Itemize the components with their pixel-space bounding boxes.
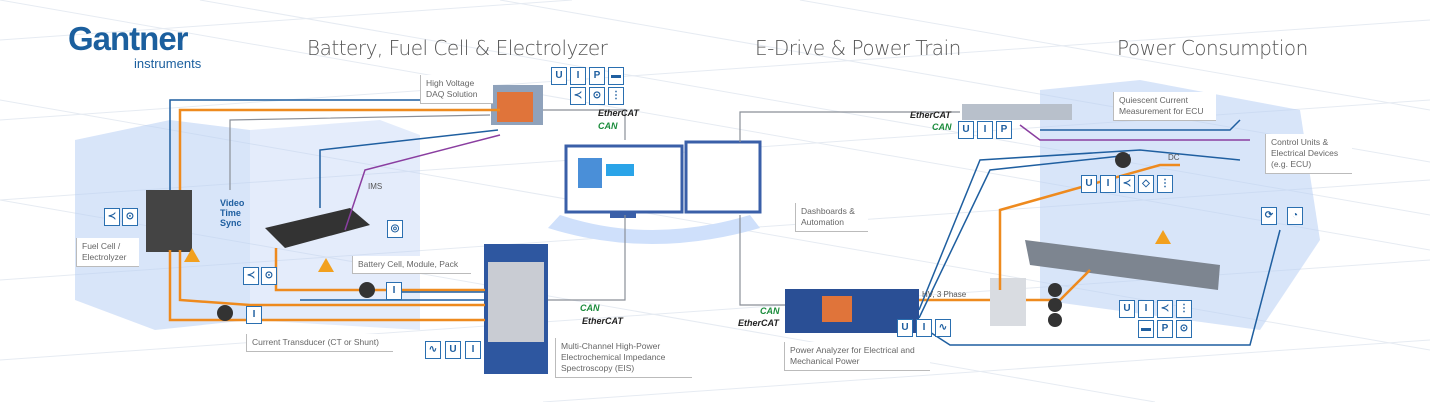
label-quiescent: Quiescent Current Measurement for ECU bbox=[1113, 92, 1216, 121]
strain-icon: ⊙ bbox=[261, 267, 277, 285]
video-time-sync-label: Video Time Sync bbox=[220, 198, 245, 228]
power-icon: P bbox=[1157, 320, 1173, 338]
current-icon: I bbox=[1100, 175, 1116, 193]
waveform-icon: ∿ bbox=[935, 319, 951, 337]
dashboard-workstation bbox=[548, 140, 762, 244]
label-dashboards: Dashboards & Automation bbox=[795, 203, 868, 232]
strain-icon: ⊙ bbox=[589, 87, 605, 105]
label-fuel-cell: Fuel Cell / Electrolyzer bbox=[76, 238, 139, 267]
voltage-icon: U bbox=[897, 319, 913, 337]
can-label: CAN bbox=[580, 303, 600, 313]
current-icon: I bbox=[386, 282, 402, 300]
ethercat-label: EtherCAT bbox=[582, 316, 623, 326]
section-heading-edrive: E-Drive & Power Train bbox=[755, 36, 961, 60]
logo-subtitle: instruments bbox=[134, 56, 202, 71]
logo-wordmark: Gantner bbox=[68, 20, 189, 57]
ims-cable bbox=[344, 134, 501, 231]
fuel-cell-stack bbox=[146, 190, 192, 252]
temperature-icon: ≺ bbox=[1119, 175, 1135, 193]
ims-sensor-icon: ◎ bbox=[387, 220, 403, 238]
ethercat-label: EtherCAT bbox=[910, 110, 951, 120]
e-axle bbox=[1025, 240, 1220, 290]
label-control-units: Control Units & Electrical Devices (e.g.… bbox=[1265, 134, 1352, 174]
insulation-icon: ▬ bbox=[608, 67, 624, 85]
quiescent-current-device bbox=[962, 104, 1072, 120]
current-icon: I bbox=[1138, 300, 1154, 318]
gauge-icon: ◔ bbox=[1287, 207, 1303, 225]
battery-pack bbox=[265, 208, 370, 248]
gantner-logo[interactable]: Gantner instruments bbox=[68, 20, 201, 72]
voltage-icon: U bbox=[445, 341, 461, 359]
power-icon: P bbox=[996, 121, 1012, 139]
rotation-speed-icon: ⟳ bbox=[1261, 207, 1277, 225]
label-current-transducer: Current Transducer (CT or Shunt) bbox=[246, 334, 393, 352]
pressure-icon: ⋮ bbox=[1176, 300, 1192, 318]
ethercat-label: EtherCAT bbox=[738, 318, 779, 328]
high-voltage-warning-icons bbox=[184, 230, 1171, 272]
current-icon: I bbox=[465, 341, 481, 359]
label-hv-daq: High Voltage DAQ Solution bbox=[420, 75, 493, 104]
can-label: CAN bbox=[932, 122, 952, 132]
pressure-icon: ⋮ bbox=[608, 87, 624, 105]
voltage-icon: U bbox=[1081, 175, 1097, 193]
temperature-icon: ≺ bbox=[243, 267, 259, 285]
vibration-icon: ◇ bbox=[1138, 175, 1154, 193]
strain-icon: ⊙ bbox=[1176, 320, 1192, 338]
signal-cables bbox=[169, 99, 1281, 346]
current-icon: I bbox=[916, 319, 932, 337]
section-heading-battery: Battery, Fuel Cell & Electrolyzer bbox=[307, 36, 608, 60]
torque-icon: ▬ bbox=[1138, 320, 1154, 338]
label-battery: Battery Cell, Module, Pack bbox=[352, 256, 471, 274]
ethercat-label: EtherCAT bbox=[598, 108, 639, 118]
ims-label: IMS bbox=[368, 182, 383, 191]
voltage-icon: U bbox=[1119, 300, 1135, 318]
ims-cable-ecu bbox=[1019, 124, 1250, 141]
label-power-analyzer: Power Analyzer for Electrical and Mechan… bbox=[784, 342, 930, 371]
current-icon: I bbox=[977, 121, 993, 139]
inverter-device bbox=[990, 278, 1026, 326]
impedance-icon: ∿ bbox=[425, 341, 441, 359]
section-heading-power: Power Consumption bbox=[1117, 36, 1308, 60]
temperature-icon: ≺ bbox=[104, 208, 120, 226]
can-label: CAN bbox=[598, 121, 618, 131]
current-clamps bbox=[217, 152, 1131, 327]
label-eis: Multi-Channel High-Power Electrochemical… bbox=[555, 338, 692, 378]
temperature-icon: ≺ bbox=[570, 87, 586, 105]
current-icon: I bbox=[246, 306, 262, 324]
power-icon: P bbox=[589, 67, 605, 85]
voltage-icon: U bbox=[551, 67, 567, 85]
current-icon: I bbox=[570, 67, 586, 85]
strain-icon: ⊙ bbox=[122, 208, 138, 226]
voltage-icon: U bbox=[958, 121, 974, 139]
hv-3-phase-label: HV, 3 Phase bbox=[922, 290, 967, 299]
dc-label: DC bbox=[1168, 153, 1180, 162]
can-label: CAN bbox=[760, 306, 780, 316]
temperature-icon: ≺ bbox=[1157, 300, 1173, 318]
network-cables bbox=[229, 109, 960, 306]
pressure-icon: ⋮ bbox=[1157, 175, 1173, 193]
